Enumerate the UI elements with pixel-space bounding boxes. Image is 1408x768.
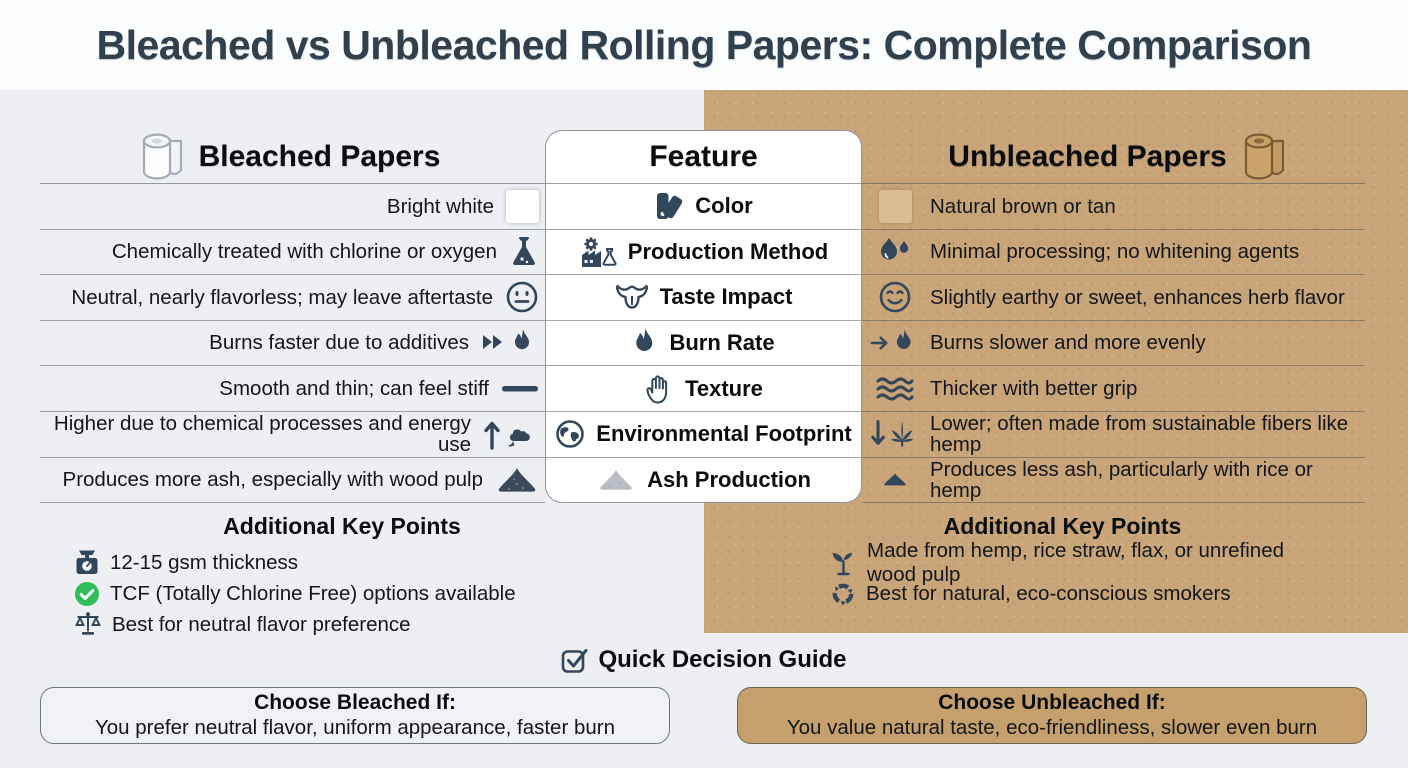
- feature-header-label: Feature: [649, 140, 758, 173]
- bleached-value: Smooth and thin; can feel stiff: [219, 377, 489, 401]
- seedling-icon: [830, 549, 857, 576]
- table-row: Chemically treated with chlorine or oxyg…: [40, 229, 1365, 276]
- decision-guide-title-text: Quick Decision Guide: [598, 646, 847, 673]
- unbleached-key-points: Additional Key Points Made from hemp, ri…: [790, 513, 1335, 609]
- check-circle-icon: [74, 581, 100, 607]
- smiley-face-icon: [870, 280, 920, 314]
- neutral-face-icon: [505, 280, 539, 314]
- factory-gear-icon: [579, 236, 617, 268]
- choose-bleached-box: Choose Bleached If: You prefer neutral f…: [40, 687, 670, 744]
- unbleached-value: Produces less ash, particularly with ric…: [930, 457, 1313, 502]
- feature-label: Burn Rate: [669, 330, 775, 356]
- thin-line-icon: [501, 384, 539, 394]
- feature-label: Ash Production: [647, 466, 811, 492]
- arrow-right-flame-icon: [870, 327, 920, 359]
- page-title: Bleached vs Unbleached Rolling Papers: C…: [96, 21, 1312, 68]
- balance-scale-icon: [74, 611, 102, 638]
- white-swatch: [506, 189, 539, 223]
- key-point-text: Best for natural, eco-conscious smokers: [866, 581, 1231, 605]
- water-drops-icon: [870, 236, 920, 268]
- list-item: 12-15 gsm thickness: [62, 547, 622, 578]
- recycle-icon: [830, 581, 856, 607]
- unbleached-value: Natural brown or tan: [930, 194, 1116, 218]
- comparison-table: Bleached Papers Feature Unbleached Paper…: [40, 130, 1365, 504]
- table-row: Produces more ash, especially with wood …: [40, 457, 1365, 504]
- feature-label: Texture: [685, 375, 763, 401]
- unbleached-value: Slightly earthy or sweet, enhances herb …: [930, 285, 1345, 309]
- bleached-value: Neutral, nearly flavorless; may leave af…: [71, 285, 493, 309]
- key-point-text: Made from hemp, rice straw, flax, or unr…: [867, 538, 1285, 586]
- key-point-text: TCF (Totally Chlorine Free) options avai…: [110, 581, 516, 605]
- arrow-down-hemp-leaf-icon: [870, 416, 920, 452]
- globe-icon: [555, 419, 585, 449]
- unbleached-header-label: Unbleached Papers: [948, 139, 1227, 173]
- feature-header: Feature: [545, 130, 862, 184]
- unbleached-value: Burns slower and more evenly: [930, 331, 1206, 355]
- table-row: Higher due to chemical processes and ene…: [40, 411, 1365, 458]
- feature-label: Color: [695, 193, 753, 219]
- unbleached-value: Minimal processing; no whitening agents: [930, 240, 1300, 264]
- unbleached-key-points-title: Additional Key Points: [943, 513, 1182, 539]
- bleached-key-points: Additional Key Points 12-15 gsm thicknes…: [62, 513, 622, 640]
- bleached-value: Produces more ash, especially with wood …: [62, 468, 483, 492]
- unbleached-value: Thicker with better grip: [930, 377, 1138, 401]
- choose-unbleached-text: You value natural taste, eco-friendlines…: [786, 716, 1318, 739]
- flame-icon: [632, 327, 658, 359]
- hand-icon: [644, 373, 674, 405]
- kitchen-scale-icon: [74, 549, 100, 576]
- ash-mound-small-icon: [870, 471, 920, 489]
- key-point-text: Best for neutral flavor preference: [112, 612, 411, 636]
- flask-icon: [509, 235, 539, 269]
- choose-unbleached-title: Choose Unbleached If:: [938, 691, 1166, 714]
- list-item: Best for neutral flavor preference: [62, 609, 622, 640]
- paper-roll-tan-icon: [1241, 132, 1287, 182]
- list-item: Made from hemp, rice straw, flax, or unr…: [790, 539, 1335, 586]
- list-item: Best for natural, eco-conscious smokers: [790, 578, 1335, 609]
- ash-pile-gray-icon: [596, 467, 636, 493]
- bleached-header-label: Bleached Papers: [198, 139, 441, 173]
- arrow-up-smoke-icon: [483, 417, 539, 451]
- bleached-value: Bright white: [386, 194, 494, 218]
- feature-label: Taste Impact: [659, 284, 793, 310]
- choose-bleached-text: You prefer neutral flavor, uniform appea…: [94, 716, 616, 739]
- key-point-text: 12-15 gsm thickness: [110, 550, 299, 574]
- choose-unbleached-box: Choose Unbleached If: You value natural …: [737, 687, 1367, 744]
- table-row: Smooth and thin; can feel stiff Texture: [40, 366, 1365, 412]
- unbleached-value: Lower; often made from sustainable fiber…: [930, 411, 1349, 457]
- bleached-value: Higher due to chemical processes and ene…: [53, 411, 471, 457]
- choose-bleached-title: Choose Bleached If:: [254, 691, 456, 714]
- table-row: Bright white Color Natural brown or tan: [40, 184, 1365, 230]
- checkbox-check-icon: [561, 647, 588, 674]
- bleached-key-points-title: Additional Key Points: [223, 513, 461, 539]
- feature-label: Production Method: [627, 238, 829, 264]
- tan-swatch: [870, 189, 920, 223]
- bleached-header: Bleached Papers: [40, 130, 545, 184]
- color-swatch-icon: [654, 191, 684, 221]
- paper-roll-white-icon: [139, 132, 185, 182]
- bleached-value: Burns faster due to additives: [209, 331, 469, 355]
- ash-pile-dark-icon: [495, 465, 539, 495]
- feature-label: Environmental Footprint: [596, 421, 852, 447]
- waves-icon: [870, 375, 920, 403]
- decision-guide-title: Quick Decision Guide: [0, 646, 1408, 674]
- table-row: Neutral, nearly flavorless; may leave af…: [40, 275, 1365, 321]
- table-row: Burns faster due to additives Burn Rate: [40, 320, 1365, 367]
- table-header-row: Bleached Papers Feature Unbleached Paper…: [40, 130, 1365, 184]
- title-band: Bleached vs Unbleached Rolling Papers: C…: [0, 0, 1408, 90]
- tongue-icon: [615, 283, 649, 311]
- bleached-value: Chemically treated with chlorine or oxyg…: [111, 240, 497, 264]
- list-item: TCF (Totally Chlorine Free) options avai…: [62, 578, 622, 609]
- unbleached-header: Unbleached Papers: [862, 130, 1365, 184]
- fast-forward-flame-icon: [481, 327, 539, 359]
